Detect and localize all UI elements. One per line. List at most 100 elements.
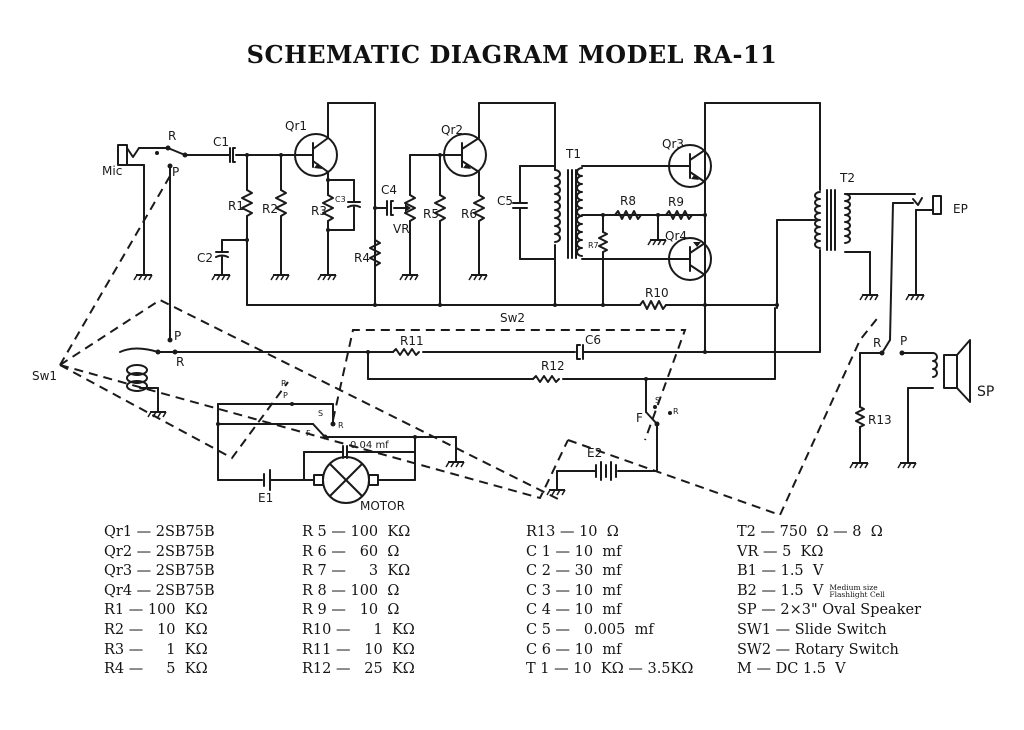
b2-note-line-1: Medium size <box>829 582 878 592</box>
r1-label: R1 <box>228 199 244 213</box>
r11-label: R11 <box>400 334 424 348</box>
part-entry: Qr4 — 2SB75B <box>104 582 215 599</box>
parts-list-column-4: T2 — 750 Ω — 8 Ω VR — 5 KΩ B1 — 1.5 V B2… <box>737 523 921 680</box>
qr4-label: Qr4 <box>665 229 687 243</box>
part-entry: R 8 — 100 Ω <box>302 582 400 599</box>
t1-label: T1 <box>565 147 581 161</box>
part-entry: Qr1 — 2SB75B <box>104 524 215 540</box>
r5-label: R5 <box>423 207 439 221</box>
e2-label: E2 <box>587 446 602 460</box>
b2-note-line-2: Flashlight Cell <box>829 590 885 600</box>
sw2b-p-label: P <box>283 391 288 400</box>
speaker-switch <box>859 339 905 356</box>
qr2-label: Qr2 <box>441 123 463 137</box>
transistor-qr4 <box>668 237 712 281</box>
part-entry-text: B2 — 1.5 V <box>737 582 824 599</box>
r4-label: R4 <box>354 251 370 265</box>
sp-r-label: R <box>873 336 881 350</box>
part-entry: R10 — 1 KΩ <box>302 621 415 638</box>
transformer-t2 <box>814 189 851 251</box>
sw1-label: Sw1 <box>32 369 57 383</box>
sw2-s-label: S <box>655 396 660 405</box>
parts-list-column-1: Qr1 — 2SB75B Qr2 — 2SB75B Qr3 — 2SB75B Q… <box>104 523 215 680</box>
parts-list-column-2: R 5 — 100 KΩ R 6 — 60 Ω R 7 — 3 KΩ R 8 —… <box>302 523 415 680</box>
sw1-mic-contact <box>165 145 188 341</box>
resistor-r8 <box>614 210 642 220</box>
c3-label: C3 <box>335 195 346 204</box>
part-entry: C 3 — 10 mf <box>526 582 622 599</box>
part-entry: C 5 — 0.005 mf <box>526 621 654 638</box>
r12-label: R12 <box>541 359 565 373</box>
r13-label: R13 <box>868 413 892 427</box>
r2-label: R2 <box>262 202 278 216</box>
sw2b-s-label: S <box>318 409 323 418</box>
part-entry: R11 — 10 KΩ <box>302 641 415 658</box>
part-entry: R 6 — 60 Ω <box>302 543 400 560</box>
resistor-r1 <box>241 154 253 306</box>
resistor-r7 <box>598 214 608 306</box>
sw1-p-label: P <box>172 165 179 179</box>
resistor-r10 <box>639 300 667 310</box>
transistor-qr2 <box>443 102 487 177</box>
antenna-coil <box>119 347 167 418</box>
resistor-r5 <box>434 154 446 306</box>
c4-label: C4 <box>381 183 397 197</box>
part-entry: VR — 5 KΩ <box>737 543 824 560</box>
t2-label: T2 <box>839 171 855 185</box>
sw2-linkage <box>332 329 687 441</box>
transistor-qr3 <box>668 144 712 188</box>
motor <box>303 456 416 504</box>
part-entry: R 7 — 3 KΩ <box>302 563 411 580</box>
resistor-r12 <box>532 375 560 383</box>
r6-label: R6 <box>461 207 477 221</box>
sw2-f-label: F <box>636 411 643 425</box>
part-entry: SP — 2×3" Oval Speaker <box>737 602 921 619</box>
capacitor-c4 <box>386 200 394 216</box>
part-entry: T 1 — 10 KΩ — 3.5KΩ <box>526 661 694 678</box>
r9-label: R9 <box>668 195 684 209</box>
sw1-r-label: R <box>168 129 176 143</box>
part-entry: C 6 — 10 mf <box>526 641 622 658</box>
battery-e2 <box>546 461 617 496</box>
part-entry: R3 — 1 KΩ <box>104 641 208 658</box>
part-entry: B1 — 1.5 V <box>737 563 824 580</box>
r8-label: R8 <box>620 194 636 208</box>
sw1-p2-label: P <box>174 329 181 343</box>
part-entry: R4 — 5 KΩ <box>104 661 208 678</box>
sw2-label: Sw2 <box>500 311 525 325</box>
resistor-r13 <box>849 352 869 469</box>
part-entry: C 4 — 10 mf <box>526 602 622 619</box>
variable-resistor-vr <box>399 154 419 281</box>
resistor-r2 <box>270 154 290 281</box>
part-entry: T2 — 750 Ω — 8 Ω <box>737 524 883 540</box>
sp-p-label: P <box>900 334 907 348</box>
r7-label: R7 <box>588 241 599 250</box>
r10-label: R10 <box>645 286 669 300</box>
schematic: Mic R P C1 R1 C2 R2 <box>32 102 994 517</box>
capacitor-c5 <box>512 165 556 260</box>
resistor-r11 <box>392 348 420 356</box>
sw2-r-label: R <box>673 407 679 416</box>
r3-label: R3 <box>311 204 327 218</box>
part-entry: M — DC 1.5 V <box>737 661 846 678</box>
sw2b-r2-label: R <box>338 421 344 430</box>
c1-label: C1 <box>213 135 229 149</box>
transformer-t1 <box>554 167 583 259</box>
capacitor-c3 <box>326 179 361 232</box>
resistor-r6 <box>468 171 488 281</box>
part-entry: Qr3 — 2SB75B <box>104 563 215 580</box>
part-entry: SW1 — Slide Switch <box>737 621 887 638</box>
part-entry: Qr2 — 2SB75B <box>104 543 215 560</box>
part-entry: R2 — 10 KΩ <box>104 621 208 638</box>
sw2b-r-label: R <box>281 379 287 388</box>
battery-e1 <box>217 469 305 491</box>
resistor-r9 <box>665 210 693 220</box>
part-entry: C 1 — 10 mf <box>526 543 622 560</box>
part-entry: R 9 — 10 Ω <box>302 602 400 619</box>
part-entry: R13 — 10 Ω <box>526 524 619 540</box>
sw1-linkage <box>59 175 881 517</box>
speaker <box>897 339 971 469</box>
diagram-title: SCHEMATIC DIAGRAM MODEL RA-11 <box>246 40 778 69</box>
c2-label: C2 <box>197 251 213 265</box>
